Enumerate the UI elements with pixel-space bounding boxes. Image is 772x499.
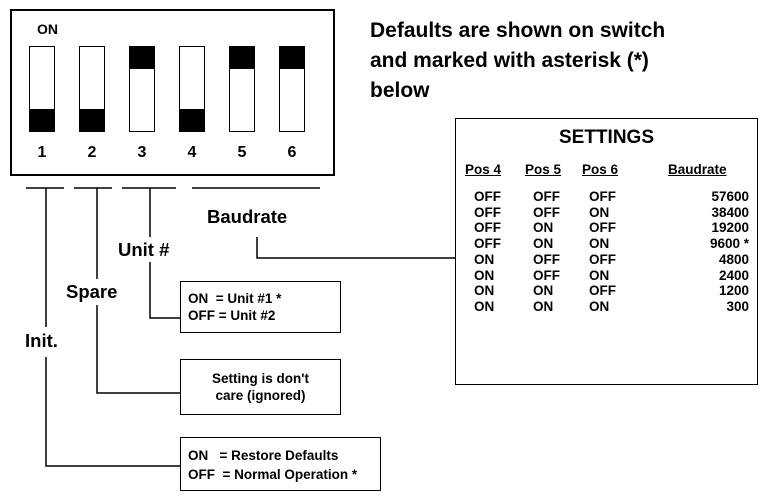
- dip-switch-4: [179, 46, 205, 132]
- spare-text-2: care (ignored): [215, 388, 306, 403]
- settings-title: SETTINGS: [558, 127, 654, 148]
- settings-cell-pos5: OFF: [533, 267, 560, 283]
- init-box: ON = Restore Defaults OFF = Normal Opera…: [180, 437, 381, 491]
- switch-knob: [30, 109, 54, 131]
- dip-switch-5: [229, 46, 255, 132]
- switch-number-2: 2: [87, 144, 97, 161]
- unit-label: Unit #: [116, 239, 172, 261]
- defaults-note: Defaults are shown on switch and marked …: [370, 16, 665, 106]
- switch-knob: [230, 47, 254, 69]
- settings-cell-pos6: ON: [589, 267, 610, 283]
- settings-cell-baud: 57600: [711, 189, 749, 204]
- settings-cell-pos6: ON: [589, 236, 610, 252]
- baudrate-label: Baudrate: [207, 206, 288, 227]
- settings-cell-pos4: ON: [474, 267, 495, 283]
- settings-cell-pos5: ON: [533, 298, 554, 314]
- spare-text-1: Setting is don't: [212, 371, 309, 386]
- settings-cell-pos6: OFF: [589, 251, 616, 267]
- dip-switch-3: [129, 46, 155, 132]
- settings-cell-baud: 9600 *: [709, 236, 749, 252]
- settings-cell-baud: 38400: [711, 204, 749, 220]
- settings-cell-pos5: ON: [533, 236, 554, 252]
- switch-number-6: 6: [287, 144, 297, 161]
- switch-knob: [180, 109, 204, 131]
- header-pos6: Pos 6: [582, 162, 619, 177]
- settings-cell-baud: 1200: [718, 283, 749, 299]
- note-line-2: and marked with asterisk (*): [370, 49, 649, 72]
- settings-cell-pos6: ON: [589, 204, 610, 220]
- note-line-3: below: [370, 79, 430, 102]
- header-pos4: Pos 4: [465, 162, 502, 177]
- settings-cell-pos6: OFF: [589, 220, 616, 236]
- unit-on-text: ON = Unit #1 *: [188, 291, 282, 306]
- unit-off-text: OFF = Unit #2: [188, 308, 276, 323]
- unit-box: ON = Unit #1 * OFF = Unit #2: [180, 281, 341, 333]
- spare-box: Setting is don't care (ignored): [180, 359, 341, 415]
- settings-cell-pos6: OFF: [589, 189, 616, 204]
- dip-switch-1: [29, 46, 55, 132]
- settings-cell-pos5: ON: [533, 283, 554, 299]
- settings-cell-pos4: OFF: [474, 220, 501, 236]
- settings-cell-pos6: OFF: [589, 283, 616, 299]
- header-pos5: Pos 5: [525, 162, 562, 177]
- init-off-text: OFF = Normal Operation *: [188, 467, 358, 482]
- note-line-1: Defaults are shown on switch: [370, 19, 666, 42]
- switch-knob: [80, 109, 104, 131]
- settings-cell-pos4: ON: [474, 283, 495, 299]
- settings-cell-baud: 4800: [718, 251, 749, 267]
- settings-cell-pos5: OFF: [533, 251, 560, 267]
- settings-cell-pos4: ON: [474, 298, 495, 314]
- settings-cell-pos4: OFF: [474, 236, 501, 252]
- settings-cell-baud: 19200: [711, 220, 749, 236]
- settings-cell-baud: 300: [726, 298, 749, 314]
- settings-cell-pos5: OFF: [533, 189, 560, 204]
- settings-cell-pos5: OFF: [533, 204, 560, 220]
- on-label: ON: [37, 21, 58, 37]
- switch-number-3: 3: [137, 144, 147, 161]
- settings-cell-pos4: ON: [474, 251, 495, 267]
- settings-cell-pos4: OFF: [474, 204, 501, 220]
- init-on-text: ON = Restore Defaults: [188, 448, 339, 463]
- spare-label: Spare: [64, 281, 120, 303]
- switch-knob: [280, 47, 304, 69]
- switch-number-5: 5: [237, 144, 247, 161]
- settings-cell-baud: 2400: [718, 267, 749, 283]
- dip-switch-6: [279, 46, 305, 132]
- settings-cell-pos4: OFF: [474, 189, 501, 204]
- dip-switch-2: [79, 46, 105, 132]
- switch-number-1: 1: [37, 144, 47, 161]
- switch-number-4: 4: [187, 144, 197, 161]
- settings-cell-pos5: ON: [533, 220, 554, 236]
- settings-cell-pos6: ON: [589, 298, 610, 314]
- header-baudrate: Baudrate: [668, 162, 727, 177]
- switch-knob: [130, 47, 154, 69]
- init-label: Init.: [23, 330, 60, 352]
